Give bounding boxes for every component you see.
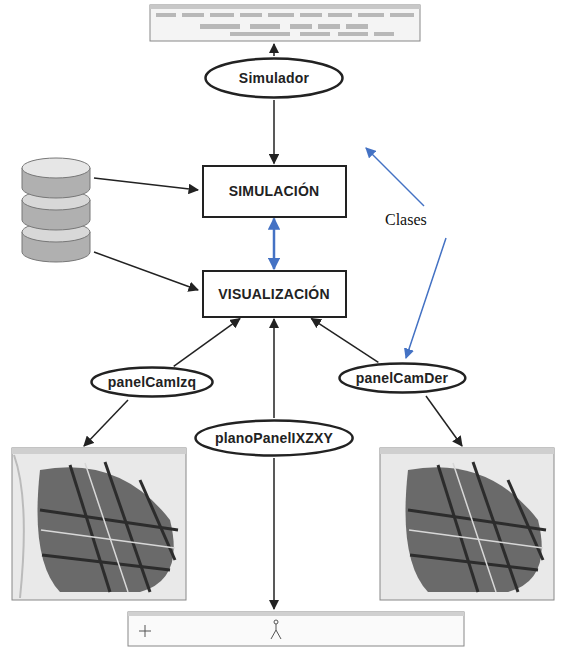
bidirectional-connector [273,219,276,270]
note-label: Clases [383,211,429,229]
class-ellipse: planoPanelIXZXY [194,419,354,457]
arrow-to-image [84,400,128,446]
arrow-connector [273,319,275,418]
left-camera-image [12,448,186,600]
module-box: SIMULACIÓN [202,165,347,218]
arrow-connector [273,100,275,164]
class-pointer [406,238,446,358]
node-label: panelCamDer [356,370,448,386]
data-arrow [94,178,198,190]
class-ellipse: panelCamIzq [90,366,214,398]
right-camera-image [380,448,554,600]
app-window-screenshot [150,5,420,41]
arrow-to-panel [273,458,275,609]
arrow-to-window [273,44,275,56]
class-pointer [366,148,424,206]
plane-panel-screenshot [128,612,464,646]
node-label: planoPanelIXZXY [215,430,333,446]
arrow-to-image [426,396,462,446]
arrow-connector [174,319,240,367]
node-label: Simulador [239,70,309,86]
data-arrow [94,252,198,290]
node-label: SIMULACIÓN [229,183,320,199]
class-ellipse: Simulador [204,57,344,99]
database-icon [22,158,90,262]
arrow-connector [311,319,378,363]
node-label: panelCamIzq [108,374,197,390]
node-label: VISUALIZACIÓN [218,286,330,302]
module-box: VISUALIZACIÓN [202,270,347,318]
class-ellipse: panelCamDer [338,362,467,394]
